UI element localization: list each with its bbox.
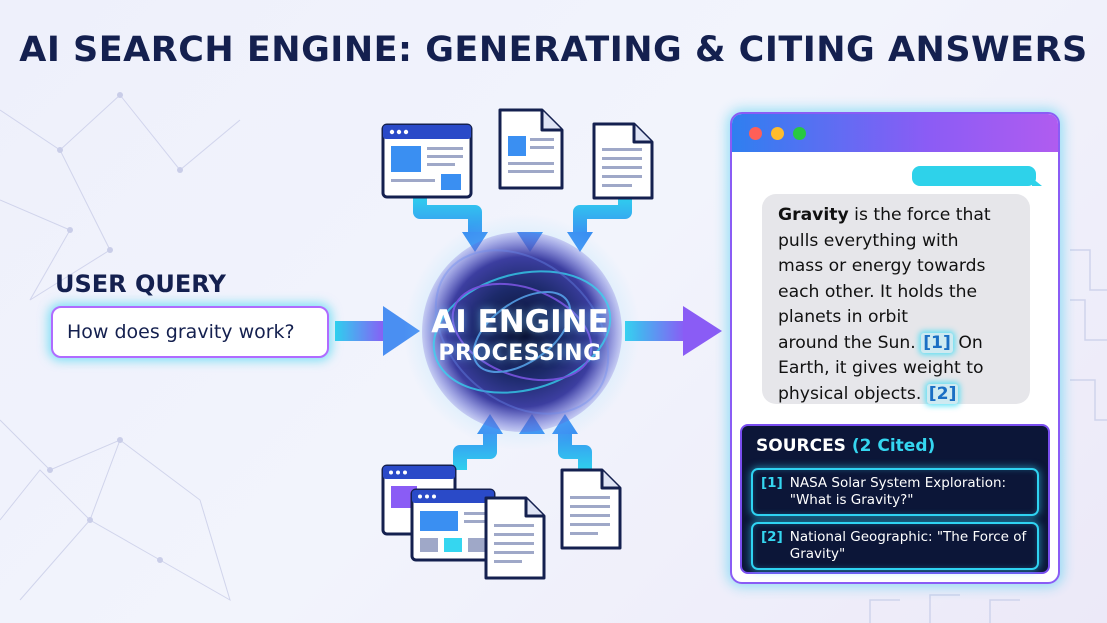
browser-window-icon (381, 123, 473, 199)
engine-label: AI ENGINE PROCESSING (420, 304, 620, 366)
user-message-bubble (912, 166, 1042, 186)
ai-engine-vortex (404, 214, 640, 450)
close-dot-icon[interactable] (749, 127, 762, 140)
document-icon (484, 496, 546, 580)
sources-title-text: SOURCES (756, 436, 846, 456)
engine-label-line2: PROCESSING (438, 340, 602, 366)
query-arrow (335, 306, 420, 356)
maximize-dot-icon[interactable] (793, 127, 806, 140)
source-item-2[interactable]: [2] National Geographic: "The Force of G… (751, 522, 1039, 570)
sources-title: SOURCES (2 Cited) (756, 436, 935, 456)
document-icon (592, 122, 654, 200)
citation-2[interactable]: [2] (926, 383, 959, 404)
engine-label-line1: AI ENGINE (431, 304, 609, 340)
document-icon (560, 468, 622, 550)
browser-window-icon (410, 488, 496, 562)
source-item-1[interactable]: [1] NASA Solar System Exploration: "What… (751, 468, 1039, 516)
document-icon (498, 108, 564, 190)
answer-line: around the Sun. (778, 332, 922, 353)
answer-line: is the force that (848, 205, 991, 225)
query-text: How does gravity work? (67, 321, 295, 343)
answer-line: mass or energy towards (778, 256, 986, 276)
source-number: [1] (761, 475, 783, 491)
source-text: NASA Solar System Exploration: "What is … (789, 475, 1007, 508)
output-arrow (625, 306, 722, 356)
query-input[interactable]: How does gravity work? (51, 306, 329, 358)
query-label: USER QUERY (55, 270, 226, 298)
answer-term: Gravity (778, 205, 849, 225)
window-title-bar (732, 114, 1058, 152)
sources-count: (2 Cited) (851, 436, 936, 456)
answer-line: Earth, it gives weight to (778, 358, 984, 378)
answer-line: pulls everything with (778, 230, 959, 251)
answer-line: physical objects. (778, 383, 927, 404)
source-text: National Geographic: "The Force of Gravi… (789, 529, 1027, 562)
answer-window: Gravity is the force that pulls everythi… (730, 112, 1060, 584)
answer-bubble: Gravity is the force that pulls everythi… (762, 194, 1030, 404)
source-number: [2] (761, 529, 783, 545)
minimize-dot-icon[interactable] (771, 127, 784, 140)
answer-line: On (952, 332, 983, 353)
answer-line: each other. It holds the (778, 281, 978, 302)
network-nodes (47, 92, 183, 563)
citation-1[interactable]: [1] (921, 332, 953, 353)
sources-panel: SOURCES (2 Cited) [1] NASA Solar System … (740, 424, 1050, 574)
answer-line: planets in orbit (778, 307, 908, 327)
circuit-pattern (869, 249, 1107, 623)
page-title: AI SEARCH ENGINE: GENERATING & CITING AN… (19, 30, 1088, 70)
